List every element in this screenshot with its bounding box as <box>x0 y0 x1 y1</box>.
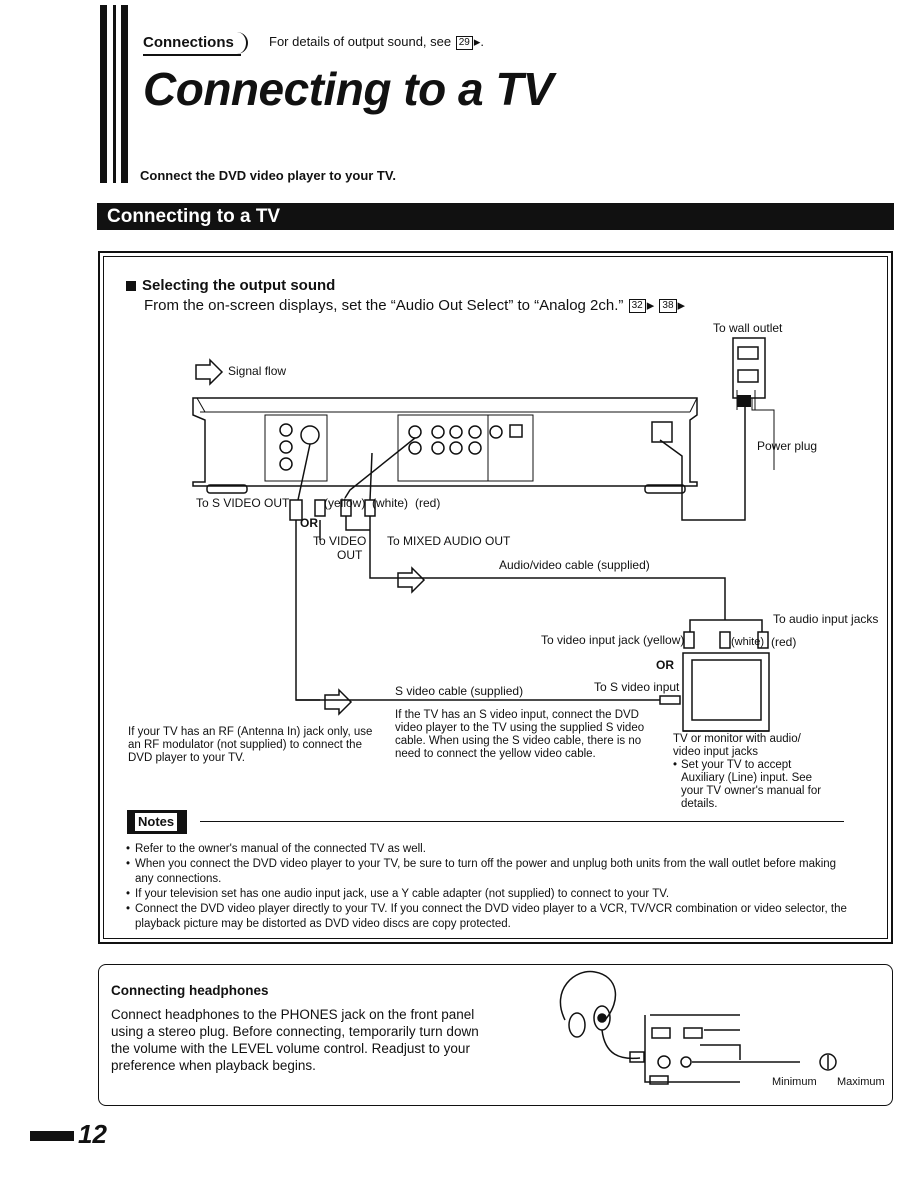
tv-bullet: • Set your TV to accept Auxiliary (Line)… <box>673 759 822 810</box>
margin-bar-1 <box>100 5 107 183</box>
notes-rule <box>200 821 844 822</box>
label-or-1: OR <box>300 516 318 530</box>
label-to-wall-outlet: To wall outlet <box>713 321 783 335</box>
dvd-player-rear <box>192 397 698 487</box>
selecting-heading: Selecting the output sound <box>126 277 335 294</box>
signal-flow-arrow-icon <box>195 358 224 386</box>
square-bullet-icon <box>126 281 136 292</box>
notes-badge: Notes <box>127 810 187 834</box>
rf-note: If your TV has an RF (Antenna In) jack o… <box>128 726 373 764</box>
notes-list: Refer to the owner's manual of the conne… <box>126 842 856 932</box>
intro-text: Connect the DVD video player to your TV. <box>140 168 396 183</box>
label-red-2: (red) <box>771 635 797 649</box>
label-red: (red) <box>415 496 441 510</box>
label-or-2: OR <box>656 658 674 672</box>
note-item: When you connect the DVD video player to… <box>126 857 856 887</box>
label-to-video-out-1: To VIDEO <box>313 534 367 548</box>
margin-bar-3 <box>121 5 128 183</box>
label-yellow: (yellow) <box>324 496 366 510</box>
label-maximum: Maximum <box>837 1076 885 1088</box>
label-to-mixed-audio-out: To MIXED AUDIO OUT <box>387 534 511 548</box>
label-white: (white) <box>372 496 409 510</box>
headphones-box <box>98 964 893 1106</box>
note-item: Connect the DVD video player directly to… <box>126 902 856 932</box>
margin-bar-2 <box>113 5 116 183</box>
headphones-text: Connect headphones to the PHONES jack on… <box>111 1007 479 1073</box>
page-ref-29[interactable]: 29 <box>455 35 473 50</box>
diagram-frame-outer <box>98 251 893 944</box>
section-tab: Connections <box>143 34 234 51</box>
section-tab-curve <box>236 32 248 54</box>
label-white-2: (white) <box>731 636 765 648</box>
diagram-frame-inner <box>103 256 888 939</box>
tv-caption: TV or monitor with audio/ video input ja… <box>673 733 801 758</box>
label-s-video-cable: S video cable (supplied) <box>395 684 524 698</box>
label-to-s-video-out: To S VIDEO OUT <box>196 496 290 510</box>
section-heading-bar: Connecting to a TV <box>97 203 894 230</box>
page-number-bar <box>30 1131 74 1141</box>
s-video-note: If the TV has an S video input, connect … <box>395 709 645 760</box>
headphones-title: Connecting headphones <box>111 983 269 998</box>
note-item: Refer to the owner's manual of the conne… <box>126 842 856 857</box>
label-power-plug: Power plug <box>757 439 818 453</box>
headphones-icon <box>559 970 617 1021</box>
page-ref-38[interactable]: 38 <box>659 299 677 314</box>
page-title: Connecting to a TV <box>143 63 554 115</box>
label-signal-flow: Signal flow <box>228 364 287 378</box>
section-tab-underline <box>143 54 241 56</box>
label-minimum: Minimum <box>772 1076 817 1088</box>
note-item: If your television set has one audio inp… <box>126 887 856 902</box>
headphones-illustration <box>559 970 837 1085</box>
label-av-cable: Audio/video cable (supplied) <box>499 558 650 572</box>
page-number: 12 <box>78 1119 107 1149</box>
output-sound-ref: For details of output sound, see 29▸. <box>269 34 485 50</box>
label-to-video-out-2: OUT <box>337 548 363 562</box>
page-ref-32[interactable]: 32 <box>628 299 646 314</box>
label-to-audio-input-jacks: To audio input jacks <box>773 612 879 626</box>
label-to-s-video-input: To S video input <box>594 680 680 694</box>
selecting-text: From the on-screen displays, set the “Au… <box>144 297 686 314</box>
label-to-video-input-jack: To video input jack (yellow) <box>541 633 685 647</box>
